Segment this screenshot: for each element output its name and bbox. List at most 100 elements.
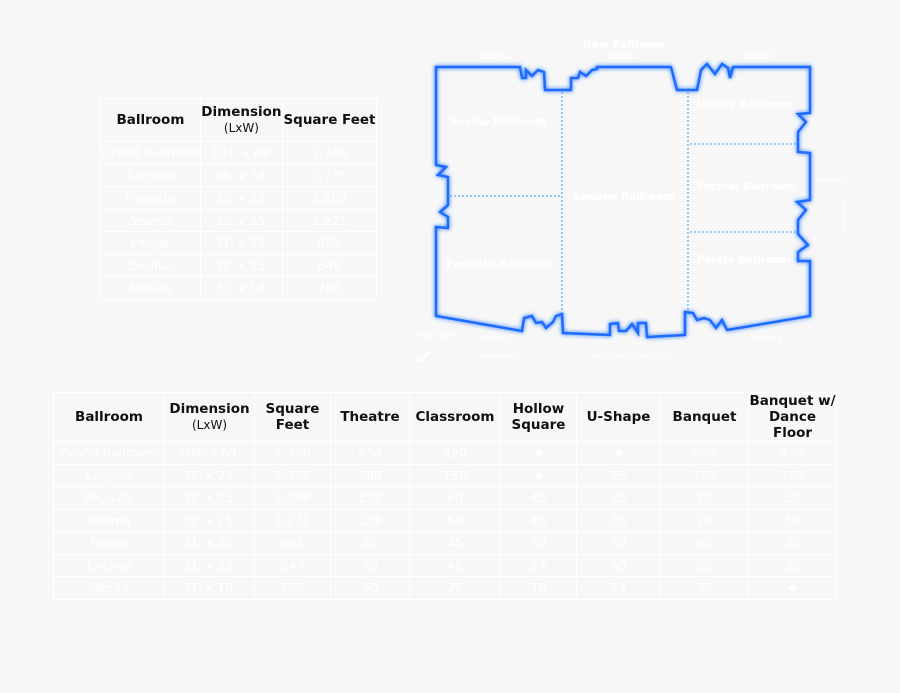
- table-cell: 36' x 74': [164, 463, 255, 487]
- table-cell: 30: [576, 531, 661, 555]
- section-label: Section 3: [610, 52, 643, 60]
- table-cell: Mesita: [100, 276, 201, 300]
- table-cell: 30: [500, 531, 577, 555]
- table-cell: 31' x 35': [199, 253, 283, 277]
- header-theatre: Theatre: [330, 392, 410, 442]
- table-cell: 70: [660, 508, 749, 532]
- table-cell: 31' x 35': [164, 553, 255, 577]
- table-cell: 16: [500, 576, 577, 600]
- spade-icon: ♠: [576, 441, 661, 465]
- table-cell: 104' x 69': [164, 441, 255, 465]
- table-cell: 128: [330, 508, 410, 532]
- header-square-feet: Square Feet: [254, 392, 331, 442]
- header-dimension: Dimension(LxW): [164, 392, 255, 442]
- table-cell: 50: [748, 508, 837, 532]
- room-laguna[interactable]: Laguna Ballroom: [574, 191, 674, 203]
- table-cell: 450: [748, 441, 837, 465]
- table-cell: 70: [660, 486, 749, 510]
- table-cell: 45: [409, 553, 501, 577]
- table-cell: 25: [409, 576, 501, 600]
- table-cell: 30: [660, 576, 749, 600]
- header-u-shape: U-Shape: [576, 392, 661, 442]
- table-cell: Paguate: [100, 186, 201, 210]
- section-label: Section 6: [742, 52, 775, 60]
- table-cell: 60: [660, 531, 749, 555]
- table-cell: 32' x 25': [199, 186, 283, 210]
- table-cell: Mesita: [53, 576, 165, 600]
- section-label: Section 2: [482, 334, 515, 342]
- table-cell: 32' x 25': [164, 486, 255, 510]
- floor-plan-title: New Ballroom: [583, 39, 665, 51]
- table-cell: 150: [660, 463, 749, 487]
- table-cell: Paraje: [53, 531, 165, 555]
- table-cell: Grand Ballroom: [53, 441, 165, 465]
- header-dimension: Dimension(LxW): [199, 98, 283, 142]
- section-label: Section 5: [817, 176, 850, 184]
- table-cell: 128: [330, 486, 410, 510]
- room-paguate[interactable]: Paguate Ballroom: [446, 258, 551, 270]
- table-cell: 30: [748, 553, 837, 577]
- spade-icon: ♠: [500, 463, 577, 487]
- ballroom-summary-table: Ballroom Dimension(LxW) Square Feet Gran…: [100, 98, 378, 300]
- table-cell: Laguna: [53, 463, 165, 487]
- arrow-icon: [417, 351, 431, 363]
- header-hollow-square: Hollow Square: [500, 392, 577, 442]
- table-cell: 1,288: [254, 486, 331, 510]
- capacity-table: Ballroom Dimension(LxW) Square Feet Thea…: [53, 392, 837, 600]
- table-cell: 31' x 18': [164, 576, 255, 600]
- table-cell: 100: [748, 463, 837, 487]
- table-cell: 31' x 18': [199, 276, 283, 300]
- table-cell: 80: [330, 531, 410, 555]
- table-cell: 500: [660, 441, 749, 465]
- table-cell: 7,760: [281, 141, 378, 165]
- table-cell: 849: [254, 553, 331, 577]
- area-pool: Pool Area: [841, 199, 849, 232]
- table-cell: 30: [576, 553, 661, 577]
- room-seama[interactable]: Seama Ballroom: [450, 116, 546, 128]
- table-cell: 7,760: [254, 441, 331, 465]
- header-banquet-dance-floor: Banquet w/ Dance Floor: [748, 392, 837, 442]
- header-banquet: Banquet: [660, 392, 749, 442]
- table-cell: 885: [254, 531, 331, 555]
- table-cell: Paguate: [53, 486, 165, 510]
- section-label: Section 1: [480, 52, 513, 60]
- table-cell: Seama: [100, 208, 201, 232]
- table-cell: Laguna: [100, 163, 201, 187]
- floor-plan-outline: [434, 62, 812, 339]
- table-cell: 2,775: [281, 163, 378, 187]
- table-cell: 1,271: [281, 208, 378, 232]
- table-cell: 60: [409, 486, 501, 510]
- table-cell: 30: [748, 531, 837, 555]
- room-mesita[interactable]: Mesita Ballroom: [696, 99, 792, 111]
- table-cell: 36' x 74': [199, 163, 283, 187]
- table-cell: 1,288: [281, 186, 378, 210]
- table-cell: 35: [576, 508, 661, 532]
- table-cell: 885: [281, 231, 378, 255]
- table-cell: 45: [500, 508, 577, 532]
- section-label: Section 4: [750, 334, 783, 342]
- table-cell: 31' x 35': [199, 231, 283, 255]
- table-cell: 31' x 35': [164, 531, 255, 555]
- table-cell: 45: [409, 531, 501, 555]
- table-cell: 850: [330, 441, 410, 465]
- table-cell: 32' x 25': [164, 508, 255, 532]
- table-cell: 45: [500, 486, 577, 510]
- header-classroom: Classroom: [409, 392, 501, 442]
- room-encinal[interactable]: Encinal Ballroom: [696, 181, 795, 193]
- table-cell: 70: [330, 553, 410, 577]
- table-cell: 2,775: [254, 463, 331, 487]
- table-cell: 849: [281, 253, 378, 277]
- table-cell: 60: [409, 508, 501, 532]
- table-cell: 1,271: [254, 508, 331, 532]
- room-paraje[interactable]: Paraje Ballroom: [697, 254, 791, 266]
- table-cell: Paraje: [100, 231, 201, 255]
